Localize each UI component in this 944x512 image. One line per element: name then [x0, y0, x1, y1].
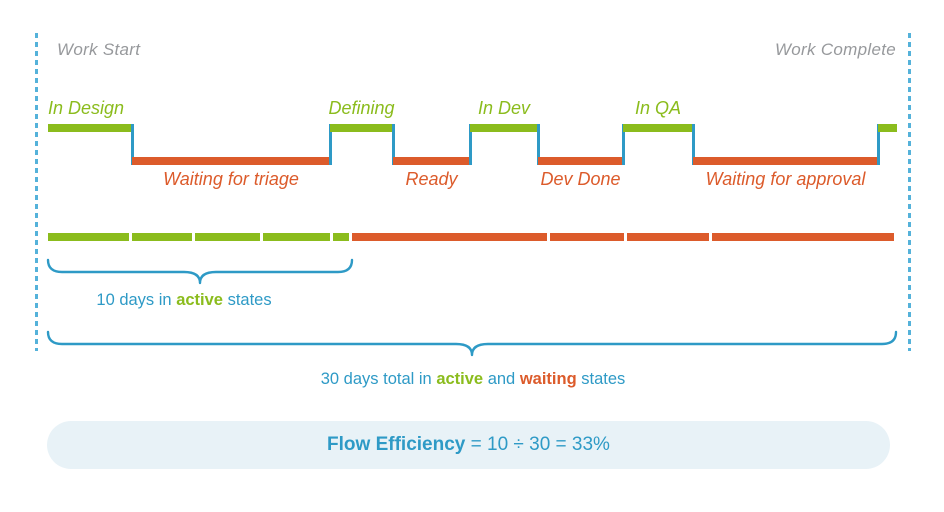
formula-title: Flow Efficiency: [327, 434, 466, 455]
summary-segment-active: [333, 233, 349, 241]
state-label-waiting: Waiting for approval: [705, 169, 866, 189]
summary-segment-active: [195, 233, 260, 241]
active-days-annotation: 10 days in active states: [96, 291, 271, 310]
work-complete-label: Work Complete: [774, 40, 896, 59]
summary-segment-active: [263, 233, 330, 241]
flow-efficiency-formula: Flow Efficiency = 10 ÷ 30 = 33%: [47, 421, 890, 469]
active-highlight: active: [436, 370, 484, 388]
state-label-active: In QA: [634, 98, 682, 118]
annotation-text: and: [483, 370, 520, 388]
total-days-annotation: 30 days total in active and waiting stat…: [321, 370, 626, 389]
state-transition-connector: [691, 124, 695, 165]
timeline-segment-active: [330, 124, 393, 132]
state-transition-connector: [130, 124, 134, 165]
work-start-label: Work Start: [57, 40, 141, 59]
timeline-segment-active: [470, 124, 538, 132]
state-transition-connector: [536, 124, 540, 165]
total-days-brace: [46, 330, 898, 357]
annotation-text: states: [576, 370, 626, 388]
state-label-waiting: Ready: [405, 169, 458, 189]
timeline-segment-waiting: [132, 157, 330, 165]
state-label-waiting: Dev Done: [540, 169, 621, 189]
active-days-brace: [46, 258, 354, 285]
summary-segment-waiting: [352, 233, 547, 241]
summary-segment-waiting: [550, 233, 624, 241]
timeline-segment-waiting: [538, 157, 623, 165]
state-transition-connector: [876, 124, 880, 165]
waiting-highlight: waiting: [519, 370, 577, 388]
timeline-segment-active: [623, 124, 693, 132]
active-highlight: active: [176, 291, 223, 309]
state-transition-connector: [468, 124, 472, 165]
state-label-active: In Dev: [477, 98, 531, 118]
annotation-text: 30 days total in: [320, 370, 437, 388]
state-label-active: Defining: [328, 98, 395, 118]
timeline-segment-waiting: [393, 157, 470, 165]
formula-expression: = 10 ÷ 30 = 33%: [465, 434, 610, 455]
work-complete-boundary-line: [908, 33, 911, 351]
state-transition-connector: [391, 124, 395, 165]
state-transition-connector: [328, 124, 332, 165]
state-label-active: In Design: [48, 98, 125, 118]
state-transition-connector: [621, 124, 625, 165]
state-label-waiting: Waiting for triage: [163, 169, 299, 189]
timeline-segment-active: [48, 124, 132, 132]
annotation-text: states: [223, 291, 272, 309]
summary-segment-active: [132, 233, 192, 241]
timeline-segment-waiting: [693, 157, 878, 165]
summary-segment-waiting: [712, 233, 894, 241]
summary-segment-waiting: [627, 233, 709, 241]
work-start-boundary-line: [35, 33, 38, 351]
annotation-text: 10 days in: [96, 291, 177, 309]
timeline-segment-active: [878, 124, 897, 132]
summary-segment-active: [48, 233, 129, 241]
